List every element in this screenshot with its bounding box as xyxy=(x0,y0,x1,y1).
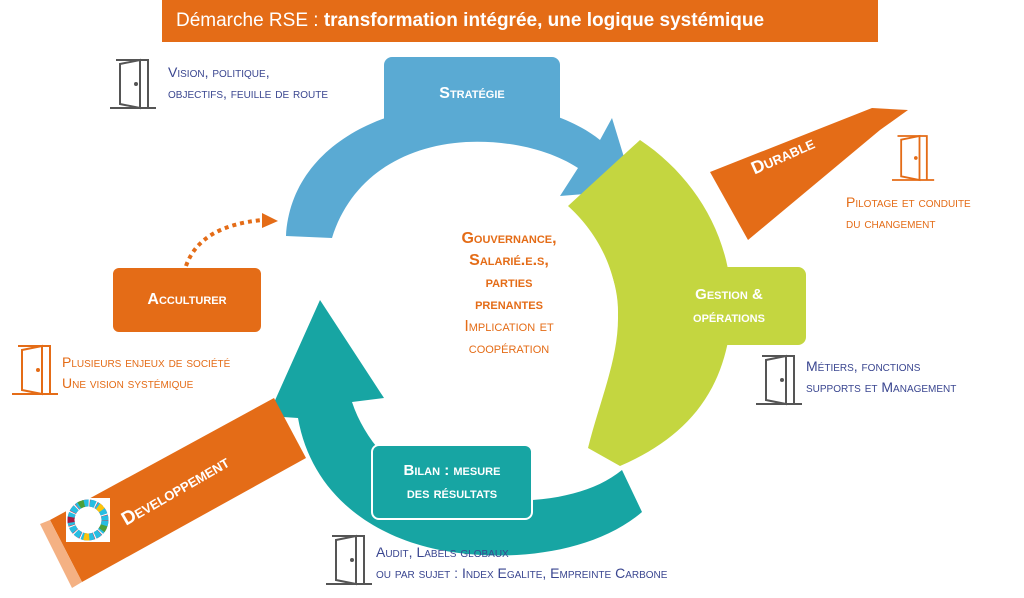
center-text: Gouvernance, Salarié.e.s, parties prenan… xyxy=(418,228,600,360)
center-line-6: coopération xyxy=(468,340,550,357)
center-line-4: prenantes xyxy=(475,296,543,313)
sdg-wheel-icon xyxy=(66,498,110,542)
gestion-caption-1: Métiers, fonctions xyxy=(806,358,921,374)
door-icon xyxy=(12,344,58,396)
developpement-ribbon-edge xyxy=(40,520,82,588)
acculturer-caption-1: Plusieurs enjeux de société xyxy=(62,354,231,370)
strategie-box: Stratégie xyxy=(384,57,560,131)
durable-caption-1: Pilotage et conduite xyxy=(846,194,971,210)
center-line-5: Implication et xyxy=(464,318,554,335)
cycle-arrow-lime xyxy=(568,140,732,466)
bilan-box: Bilan : mesure des résultats xyxy=(371,444,533,520)
acculturer-caption-2: Une vision systémique xyxy=(62,375,194,391)
dotted-arrow-icon xyxy=(184,213,278,267)
strategie-caption-2: objectifs, feuille de route xyxy=(168,85,329,101)
gestion-label-2: opérations xyxy=(693,309,765,326)
center-line-1: Gouvernance, xyxy=(461,230,557,247)
acculturer-caption: Plusieurs enjeux de société Une vision s… xyxy=(62,352,230,394)
cycle-arrow-blue xyxy=(286,103,634,239)
bilan-caption-2: ou par sujet : Index Egalite, Empreinte … xyxy=(376,565,668,581)
acculturer-label: Acculturer xyxy=(147,291,227,308)
bilan-label-2: des résultats xyxy=(406,485,498,502)
page-title: Démarche RSE : transformation intégrée, … xyxy=(162,0,878,42)
gestion-caption-2: supports et Management xyxy=(806,379,957,395)
center-circle xyxy=(394,200,618,424)
strategie-caption: Vision, politique, objectifs, feuille de… xyxy=(168,62,328,104)
acculturer-box: Acculturer xyxy=(113,268,261,332)
center-line-2: Salarié.e.s, xyxy=(469,252,549,269)
gestion-box: Gestion & opérations xyxy=(652,267,806,345)
strategie-label: Stratégie xyxy=(439,85,505,102)
strategie-caption-1: Vision, politique, xyxy=(168,64,270,80)
bilan-caption: Audit, Labels globaux ou par sujet : Ind… xyxy=(376,542,667,584)
door-icon xyxy=(892,134,935,182)
durable-ribbon xyxy=(710,108,908,240)
cycle-arrow-teal xyxy=(268,300,642,556)
door-icon xyxy=(110,58,156,110)
center-line-3: parties xyxy=(485,274,533,291)
gestion-caption: Métiers, fonctions supports et Managemen… xyxy=(806,356,956,398)
title-emphasis: transformation intégrée, une logique sys… xyxy=(323,10,765,31)
door-icon xyxy=(756,354,802,406)
title-prefix: Démarche RSE : xyxy=(176,10,324,31)
developpement-ribbon xyxy=(50,398,306,582)
durable-caption-2: du changement xyxy=(846,215,936,231)
bilan-caption-1: Audit, Labels globaux xyxy=(376,544,509,560)
bilan-label-1: Bilan : mesure xyxy=(403,462,501,479)
gestion-label-1: Gestion & xyxy=(695,286,763,303)
door-icon xyxy=(326,534,372,586)
durable-caption: Pilotage et conduite du changement xyxy=(846,192,971,234)
